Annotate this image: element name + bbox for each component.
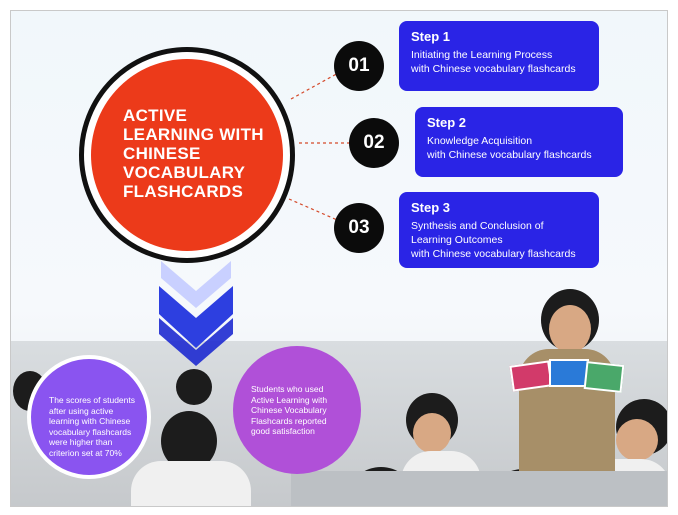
infographic-frame: ACTIVE LEARNING WITH CHINESE VOCABULARY … [10, 10, 668, 507]
step-card-3: Step 3 Synthesis and Conclusion of Learn… [399, 192, 599, 268]
step-card-2: Step 2 Knowledge Acquisition with Chines… [415, 107, 623, 177]
step-title: Step 3 [411, 200, 451, 215]
step-desc-line: with Chinese vocabulary flashcards [427, 149, 592, 161]
main-title-line: FLASHCARDS [123, 182, 244, 201]
main-title-line: VOCABULARY [123, 163, 246, 182]
result-line: Students who used [251, 384, 324, 394]
result-line: Flashcards reported [251, 415, 327, 426]
result-line: learning with Chinese [49, 416, 131, 426]
step-number-badge: 01 [334, 41, 384, 91]
result-line: criterion set at 70% [49, 447, 122, 458]
result-line: The scores of students [49, 395, 135, 405]
step-card-1: Step 1 Initiating the Learning Process w… [399, 21, 599, 91]
result-line: after using active [49, 405, 114, 416]
chevron-down-icon [159, 261, 233, 366]
step-desc-line: Knowledge Acquisition [427, 135, 533, 147]
step-desc-line: with Chinese vocabulary flashcards [411, 63, 576, 75]
step-desc-line: Initiating the Learning Process [411, 49, 553, 61]
step-desc-line: Learning Outcomes [411, 234, 503, 246]
result-line: Chinese Vocabulary [251, 405, 327, 415]
result-circle-satisfaction: Students who used Active Learning with C… [233, 346, 361, 474]
main-title-line: LEARNING WITH [123, 125, 264, 144]
step-desc-line: with Chinese vocabulary flashcards [411, 248, 576, 260]
result-circle-scores: The scores of students after using activ… [27, 355, 151, 479]
result-line: vocabulary flashcards [49, 426, 132, 437]
result-line: were higher than [49, 437, 113, 447]
step-title: Step 1 [411, 29, 451, 44]
step-title: Step 2 [427, 115, 467, 130]
result-line: good satisfaction [251, 426, 315, 436]
step-number-badge: 03 [334, 203, 384, 253]
main-title: ACTIVE LEARNING WITH CHINESE VOCABULARY … [123, 106, 283, 201]
step-desc-line: Synthesis and Conclusion of [411, 220, 544, 232]
main-circle [91, 59, 283, 251]
step-number-badge: 02 [349, 118, 399, 168]
result-line: Active Learning with [251, 394, 328, 405]
main-title-line: ACTIVE [123, 106, 188, 125]
main-title-line: CHINESE [123, 144, 201, 163]
